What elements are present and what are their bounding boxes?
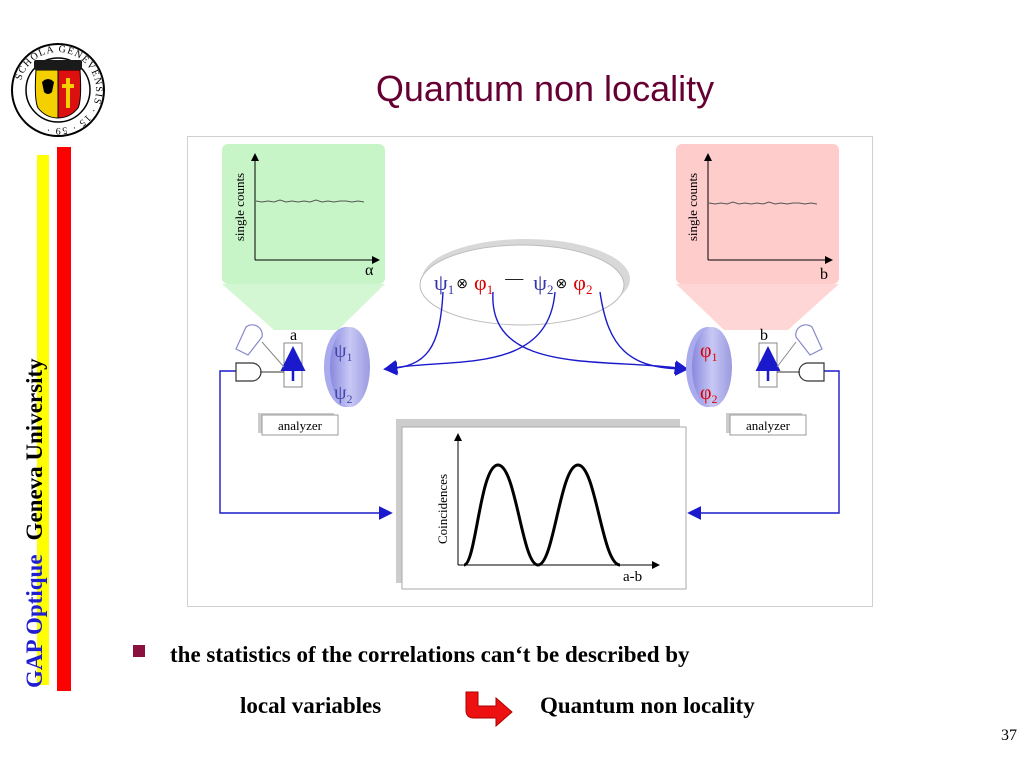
- left-analyzer-label: analyzer: [278, 418, 323, 433]
- red-side-bar: [57, 147, 71, 691]
- gap-optique-label: GAP Optique: [22, 554, 47, 688]
- svg-text:φ1: φ1: [700, 340, 718, 364]
- conclusion-right-text: Quantum non locality: [540, 693, 755, 718]
- left-secondary-detector-icon: [235, 324, 263, 356]
- university-vertical-label: GAP Optique Geneva University: [22, 148, 52, 688]
- nonlocality-diagram: single counts α single counts b ψ1⊗φ1—ψ2…: [187, 136, 873, 607]
- svg-text:ψ1: ψ1: [334, 340, 353, 364]
- left-flat-signal-line: [255, 199, 365, 203]
- entangled-state-formula: ψ1⊗φ1—ψ2⊗φ2: [434, 268, 592, 297]
- right-plot-ylabel: single counts: [685, 173, 700, 241]
- slide-title: Quantum non locality: [375, 68, 715, 109]
- coincidences-xlabel: a-b: [623, 569, 642, 585]
- diagram-canvas: single counts α single counts b ψ1⊗φ1—ψ2…: [219, 144, 840, 590]
- curved-red-arrow-icon: [465, 691, 513, 728]
- right-photon-source: φ1 φ2: [686, 327, 732, 407]
- state-connection-lines: [219, 291, 840, 520]
- coincidences-oscillation-curve: [463, 463, 621, 567]
- geneva-coat-of-arms-icon: [34, 60, 82, 119]
- left-single-counts-panel: single counts α: [222, 144, 385, 330]
- svg-text:φ2: φ2: [700, 382, 718, 406]
- left-photon-source: ψ1 ψ2: [324, 327, 370, 407]
- right-plot-xlabel: b: [820, 266, 828, 283]
- right-flat-signal-line: [708, 201, 818, 205]
- geneva-university-label: Geneva University: [22, 358, 47, 541]
- left-plot-ylabel: single counts: [232, 173, 247, 241]
- conclusion-left-text: local variables: [240, 693, 382, 718]
- left-setting-label: a: [290, 327, 297, 344]
- yellow-side-bar: [37, 155, 49, 685]
- left-analyzer-apparatus: a analyzer: [235, 324, 339, 436]
- left-plot-xlabel: α: [365, 262, 374, 279]
- svg-text:ψ2: ψ2: [334, 382, 353, 406]
- coincidences-ylabel: Coincidences: [435, 474, 450, 544]
- coincidences-plot: Coincidences a-b: [396, 419, 687, 590]
- right-single-counts-panel: single counts b: [676, 144, 839, 330]
- right-setting-label: b: [760, 327, 768, 344]
- bullet-text: the statistics of the correlations can‘t…: [170, 642, 690, 667]
- page-number: 37: [1001, 727, 1017, 744]
- right-detector-icon: [798, 362, 825, 382]
- entangled-state-ellipse: ψ1⊗φ1—ψ2⊗φ2: [419, 239, 630, 326]
- left-detector-icon: [235, 362, 262, 382]
- geneva-university-seal-logo: SCHOLA GENEVENSIS · 15 · 59 ·: [11, 43, 105, 137]
- right-analyzer-label: analyzer: [746, 418, 791, 433]
- right-analyzer-apparatus: b analyzer: [726, 324, 825, 436]
- right-secondary-detector-icon: [795, 324, 823, 356]
- bullet-square: [133, 645, 145, 657]
